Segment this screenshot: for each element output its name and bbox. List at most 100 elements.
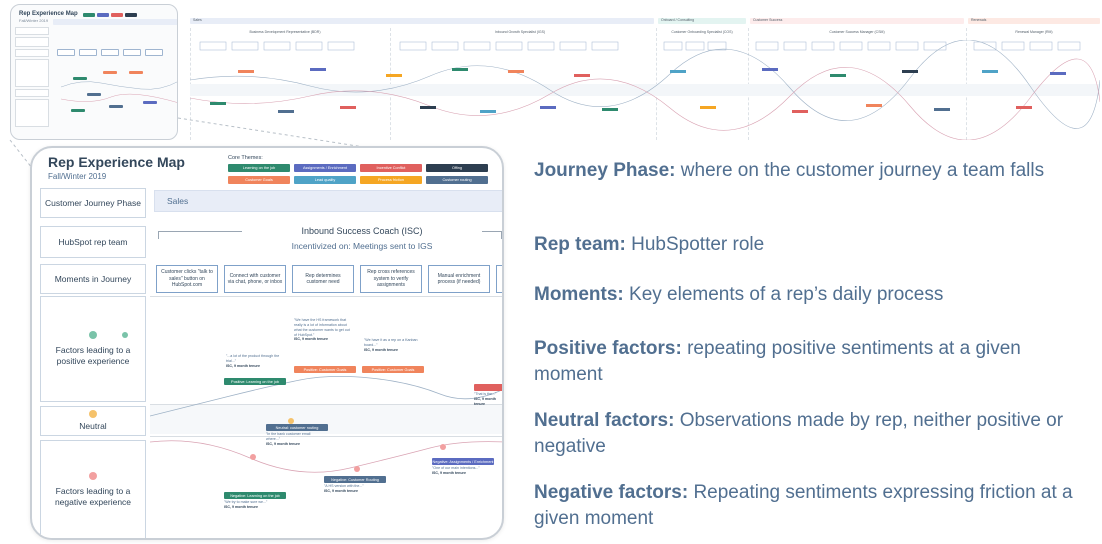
row-divider xyxy=(150,296,502,297)
row-label-text: Factors leading to a negative experience xyxy=(54,486,132,507)
row-divider xyxy=(150,404,502,405)
theme-chip: Lead quality xyxy=(294,176,356,184)
thumb-row-label xyxy=(15,99,49,127)
row-divider xyxy=(150,436,502,437)
theme-tag: Negative: Learning on the job xyxy=(224,492,286,499)
theme-chip: Customer Goals xyxy=(228,176,290,184)
thumbnail-title: Rep Experience Map xyxy=(19,11,78,17)
legend-desc: HubSpotter role xyxy=(631,234,765,255)
strip-phase-sales: Sales xyxy=(190,18,654,24)
thumb-tag xyxy=(87,93,101,96)
thumb-tag xyxy=(73,77,87,80)
quote-text: "A HS version with the..." xyxy=(324,484,364,488)
theme-tag: Negative: Assignments / Enrichment xyxy=(432,458,494,465)
journey-phase-bar: Sales xyxy=(154,190,502,212)
theme-tag: Positive: Customer Goals xyxy=(294,366,356,373)
neutral-face-icon xyxy=(89,410,97,419)
thumb-row-label xyxy=(15,49,49,57)
negative-marker xyxy=(354,466,360,472)
thumb-tag xyxy=(71,109,85,112)
row-label-text: Moments in Journey xyxy=(54,273,132,284)
row-label-text: Neutral xyxy=(79,421,107,432)
thumb-row-label xyxy=(15,27,49,35)
quote-note: "A HS version with the..." ISC, 9 month … xyxy=(324,484,380,494)
quote-author: ISC, 9 month tenure xyxy=(266,441,300,446)
theme-chip: Customer routing xyxy=(426,176,488,184)
theme-tag: Positive: Customer Goals xyxy=(362,366,424,373)
moment-card: Customer clicks "talk to sales" button o… xyxy=(156,265,218,293)
thumb-row-label xyxy=(15,37,49,47)
negative-face-icon xyxy=(89,472,97,481)
quote-note: "We have the HS framework that really is… xyxy=(294,318,350,342)
legend-item-journey-phase: Journey Phase: where on the customer jou… xyxy=(534,158,1074,184)
quote-text: "One of our main intentions..." xyxy=(432,466,480,470)
map-subtitle: Fall/Winter 2019 xyxy=(48,172,107,181)
row-label-text: Customer Journey Phase xyxy=(45,197,141,208)
legend-term: Moments: xyxy=(534,284,624,305)
row-label-text: HubSpot rep team xyxy=(58,236,128,247)
thumb-sentiment-line xyxy=(60,81,177,103)
quote-note: "In the bank customer email where..." IS… xyxy=(266,432,322,447)
row-label-moments: Moments in Journey xyxy=(40,264,146,294)
thumb-moment xyxy=(145,49,163,56)
themes-label: Core Themes: xyxy=(228,155,263,161)
quote-author: ISC, 9 month tenure xyxy=(324,488,358,493)
quote-author: ISC, 9 month tenure xyxy=(226,363,260,368)
strip-team: Inbound Growth Specialist (IGS) xyxy=(494,30,546,34)
thumb-tag xyxy=(109,105,123,108)
strip-phase-onboard: Onboard / Consulting xyxy=(658,18,746,24)
quote-text: "In the bank customer email where..." xyxy=(266,432,311,441)
quote-text: "We have the HS framework that really is… xyxy=(294,318,350,337)
legend-term: Rep team: xyxy=(534,234,626,255)
thumb-tag xyxy=(129,71,143,74)
theme-chip: Assignments / Enrichment xyxy=(294,164,356,172)
quote-author: ISC, 9 month tenure xyxy=(294,337,328,342)
thumb-tag xyxy=(103,71,117,74)
moment-card: Connect with customer via chat, phone, o… xyxy=(224,265,286,293)
legend-desc: repeating positive sentiments at a given… xyxy=(534,338,1021,385)
thumb-moment xyxy=(57,49,75,56)
row-label-journey-phase: Customer Journey Phase xyxy=(40,188,146,218)
positive-face-icon xyxy=(89,331,97,340)
highlighted-thumbnail[interactable]: Rep Experience Map Fall/Winter 2019 xyxy=(10,4,178,140)
legend-item-positive: Positive factors: repeating positive sen… xyxy=(534,336,1074,388)
theme-tag: Negative: Customer Routing xyxy=(324,476,386,483)
legend-desc: Key elements of a rep’s daily process xyxy=(629,284,944,305)
moment-card: Rep cross references system to verify as… xyxy=(360,265,422,293)
negative-marker xyxy=(250,454,256,460)
theme-chip: Offing xyxy=(426,164,488,172)
moment-card: Rep determines customer need xyxy=(292,265,354,293)
quote-note: "...a lot of the product through the tri… xyxy=(226,354,282,369)
legend-term: Negative factors: xyxy=(534,482,689,503)
thumbnail-themes xyxy=(83,13,137,17)
legend-item-neutral: Neutral factors: Observations made by re… xyxy=(534,408,1074,460)
thumb-moment xyxy=(123,49,141,56)
legend-term: Journey Phase: xyxy=(534,160,676,181)
row-label-positive: Factors leading to a positive experience xyxy=(40,296,146,402)
strip-team: Business Development Representative (BDR… xyxy=(249,30,321,34)
theme-tag: Positive: Learning on the job xyxy=(224,378,286,385)
row-label-rep-team: HubSpot rep team xyxy=(40,226,146,258)
row-label-text: Factors leading to a positive experience xyxy=(55,345,131,366)
zoomed-map-card: Rep Experience Map Fall/Winter 2019 Core… xyxy=(30,146,504,540)
strip-team: Customer Success Manager (CSM) xyxy=(829,30,885,34)
neutral-marker xyxy=(288,418,294,424)
map-title: Rep Experience Map xyxy=(48,154,185,170)
legend-term: Positive factors: xyxy=(534,338,682,359)
thumb-tag xyxy=(143,101,157,104)
strip-phase-success: Customer Success xyxy=(750,18,964,24)
thumb-moment xyxy=(79,49,97,56)
quote-author: ISC, 9 month tenure xyxy=(364,347,398,352)
legend-item-moments: Moments: Key elements of a rep’s daily p… xyxy=(534,282,1074,308)
quote-note: "We have it as a rep on a Kanban board..… xyxy=(364,338,420,353)
row-label-neutral: Neutral xyxy=(40,406,146,436)
team-name: Inbound Success Coach (ISC) xyxy=(242,226,482,236)
theme-chip: Process friction xyxy=(360,176,422,184)
quote-text: "We have it as a rep on a Kanban board..… xyxy=(364,338,418,347)
thumb-moment xyxy=(101,49,119,56)
quote-text: "That is the..." xyxy=(474,392,497,396)
moment-card: Manual enrichment process (if needed) xyxy=(428,265,490,293)
strip-team: Customer Onboarding Specialist (COS) xyxy=(671,30,733,34)
strip-phase-renewal: Renewals xyxy=(968,18,1100,24)
theme-tag: Neutral: customer routing xyxy=(266,424,328,431)
